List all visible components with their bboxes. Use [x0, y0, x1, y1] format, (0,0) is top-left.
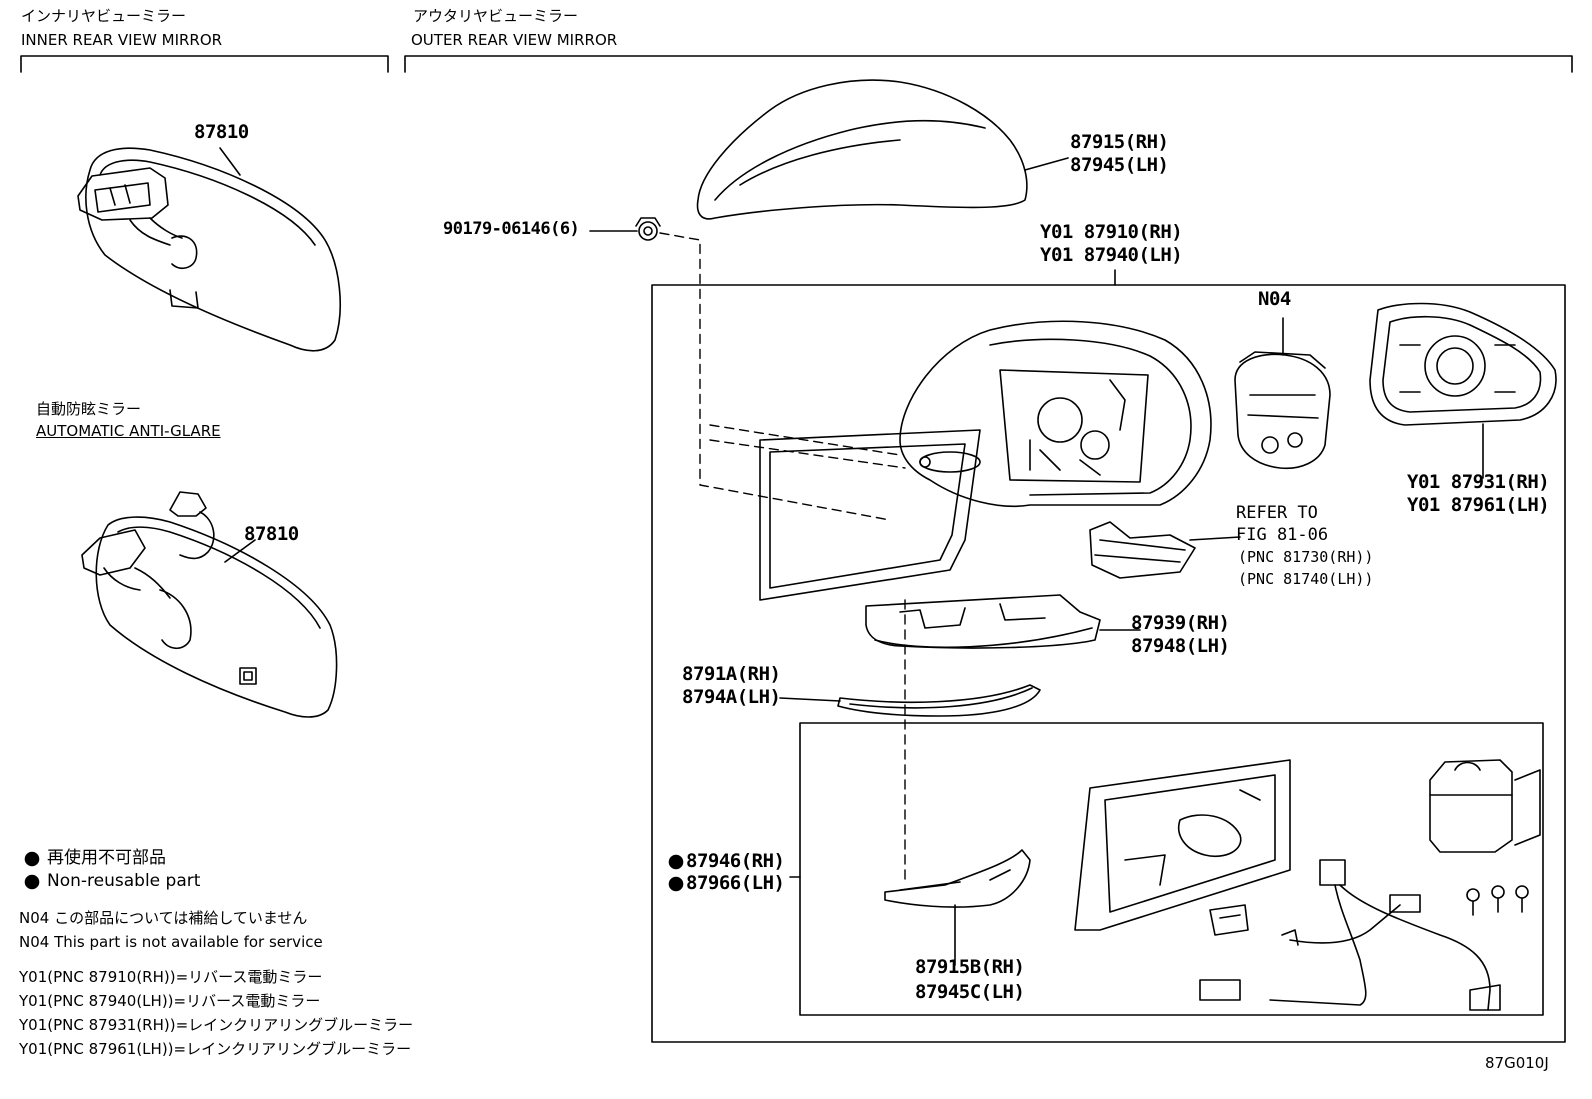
antiglare-title-en: AUTOMATIC ANTI-GLARE — [36, 422, 221, 440]
motor-kit-frame — [799, 722, 1544, 1016]
motor-drawing — [1429, 759, 1541, 853]
motor-base-drawing — [1074, 759, 1291, 931]
part-lower-lh: 87945C(LH) — [915, 981, 1025, 1003]
refer-line-1: REFER TO — [1236, 503, 1318, 523]
mirror-glass-drawing — [1369, 302, 1557, 426]
n04-actuator-drawing — [1234, 351, 1331, 470]
part-n04: N04 — [1258, 288, 1291, 310]
lamp-assy-drawing — [865, 594, 1101, 649]
part-trim-lh: 8794A(LH) — [682, 686, 781, 708]
part-housing-rh: 87946(RH) — [686, 850, 785, 872]
refer-line-3: (PNC 81730(RH)) — [1238, 548, 1374, 566]
part-cover-rh: 87915(RH) — [1070, 131, 1169, 153]
outer-title-jp: アウタリヤビューミラー — [413, 7, 579, 25]
part-cover-lh: 87945(LH) — [1070, 154, 1169, 176]
lower-cover-drawing — [884, 849, 1031, 908]
connector-drawing — [1209, 904, 1249, 936]
antiglare-mirror-drawing — [81, 491, 338, 718]
mirror-cover-drawing — [696, 79, 1028, 220]
inner-title-jp: インナリヤビューミラー — [21, 7, 187, 25]
mirror-housing-drawing — [759, 320, 1212, 601]
part-lamp-lh: 87948(LH) — [1131, 635, 1230, 657]
part-inner-mirror: 87810 — [194, 121, 249, 143]
part-glass-rh: Y01 87931(RH) — [1407, 471, 1550, 493]
legend-y01-3: Y01(PNC 87931(RH))=レインクリアリングブルーミラー — [19, 1016, 414, 1034]
wire-harness-drawing — [1199, 859, 1501, 1011]
screws-drawing — [1466, 885, 1529, 916]
bullet-icon — [24, 851, 40, 867]
bullet-icon — [668, 876, 684, 892]
legend-n04-jp: N04 この部品については補給していません — [19, 909, 308, 927]
refer-line-4: (PNC 81740(LH)) — [1238, 570, 1374, 588]
figure-id: 87G010J — [1485, 1054, 1549, 1072]
legend-nonreusable-en: Non-reusable part — [47, 871, 201, 891]
legend-y01-2: Y01(PNC 87940(LH))=リバース電動ミラー — [19, 992, 321, 1010]
legend-nonreusable-jp: 再使用不可部品 — [47, 848, 166, 868]
bullet-icon — [668, 854, 684, 870]
part-nut: 90179-06146(6) — [443, 219, 580, 239]
inner-mirror-drawing — [77, 147, 341, 352]
part-lower-rh: 87915B(RH) — [915, 956, 1025, 978]
part-antiglare-mirror: 87810 — [244, 523, 299, 545]
legend-y01-4: Y01(PNC 87961(LH))=レインクリアリングブルーミラー — [19, 1040, 412, 1058]
outer-section-bracket — [404, 55, 1573, 73]
part-glass-lh: Y01 87961(LH) — [1407, 494, 1550, 516]
legend-y01-1: Y01(PNC 87910(RH))=リバース電動ミラー — [19, 968, 323, 986]
nut-drawing — [635, 217, 661, 241]
legend-n04-en: N04 This part is not available for servi… — [19, 933, 323, 951]
part-assy-lh: Y01 87940(LH) — [1040, 244, 1183, 266]
trim-strip-drawing — [837, 684, 1041, 717]
part-housing-lh: 87966(LH) — [686, 872, 785, 894]
antiglare-title-jp: 自動防眩ミラー — [36, 400, 142, 418]
inner-section-bracket — [20, 55, 389, 73]
turn-signal-drawing — [1089, 521, 1196, 579]
inner-title-en: INNER REAR VIEW MIRROR — [21, 31, 223, 49]
part-lamp-rh: 87939(RH) — [1131, 612, 1230, 634]
part-assy-rh: Y01 87910(RH) — [1040, 221, 1183, 243]
assembly-frame — [651, 284, 1566, 1043]
refer-line-2: FIG 81-06 — [1236, 525, 1329, 545]
bullet-icon — [24, 874, 40, 890]
part-trim-rh: 8791A(RH) — [682, 663, 781, 685]
outer-title-en: OUTER REAR VIEW MIRROR — [411, 31, 618, 49]
